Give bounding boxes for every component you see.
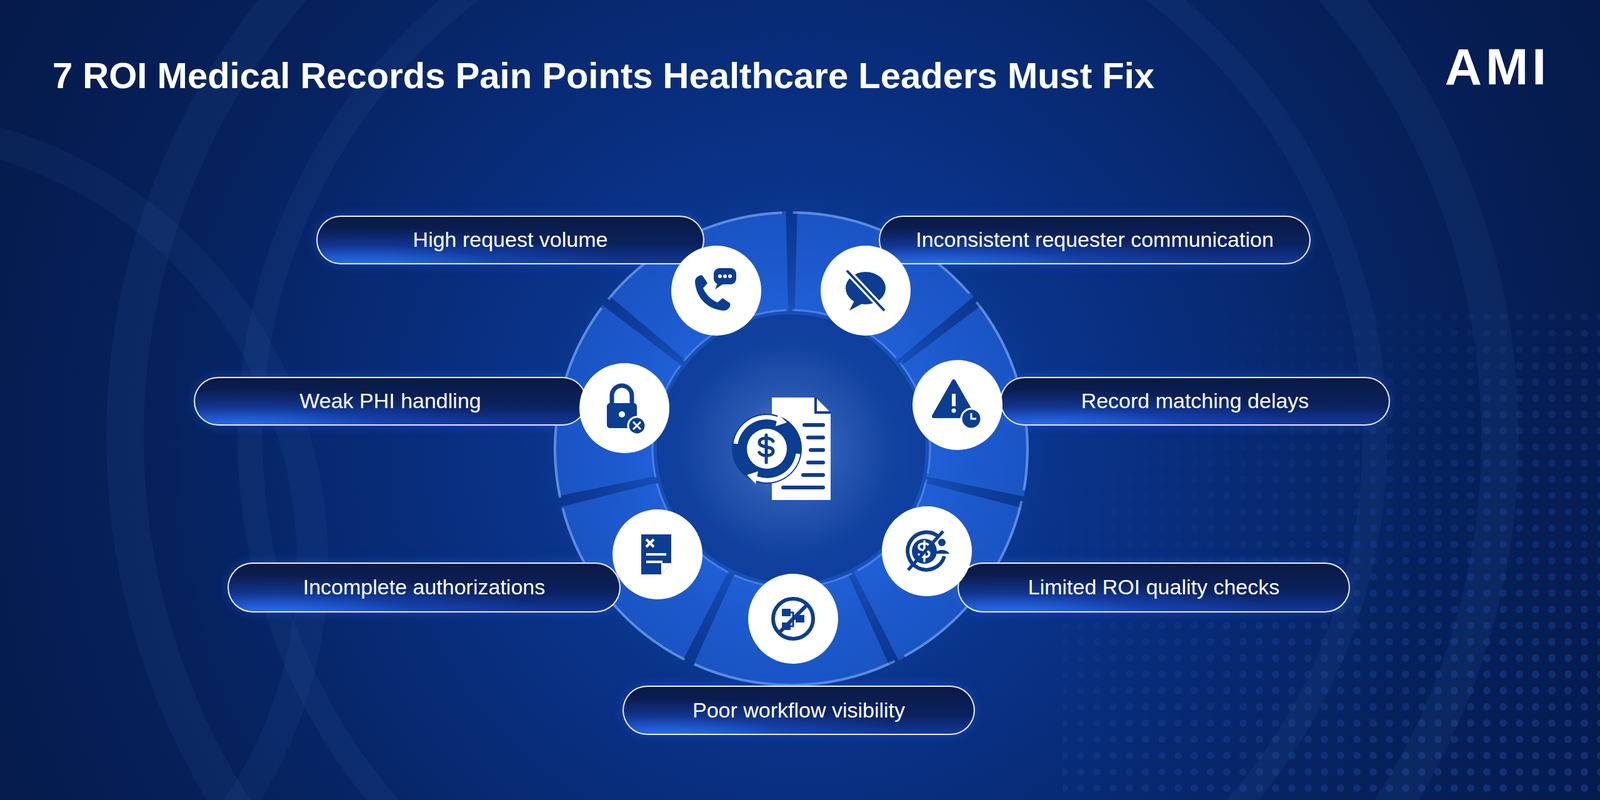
- pill-label: High request volume: [413, 227, 609, 252]
- phone-icon: [695, 268, 737, 311]
- pill-label: Weak PHI handling: [299, 388, 481, 414]
- pill-label: Limited ROI quality checks: [1028, 575, 1280, 600]
- brand-logo: AMI: [1400, 38, 1550, 95]
- pill-label: Inconsistent requester communication: [915, 227, 1274, 252]
- pain-point-pill: Inconsistent requester communication: [878, 215, 1311, 265]
- pain-point-pill: Record matching delays: [1000, 376, 1390, 426]
- alert-clock-icon: [933, 381, 982, 429]
- pain-point-pill: High request volume: [316, 215, 705, 265]
- workflow-off-icon: [773, 598, 814, 639]
- chat-off-icon: [845, 270, 886, 311]
- center-document-icon: [731, 397, 831, 500]
- document-error-icon: [641, 534, 672, 575]
- lock-icon: [606, 385, 646, 435]
- diagram-title: 7 ROI Medical Records Pain Points Health…: [52, 53, 1397, 98]
- pain-point-pill: Poor workflow visibility: [622, 685, 975, 735]
- pill-label: Record matching delays: [1081, 388, 1310, 414]
- pill-label: Poor workflow visibility: [692, 698, 905, 723]
- pain-point-pill: Incomplete authorizations: [227, 562, 621, 613]
- dollar-cycle-icon: [907, 531, 950, 570]
- pain-point-pill: Limited ROI quality checks: [957, 562, 1350, 613]
- pill-label: Incomplete authorizations: [303, 575, 545, 600]
- pain-point-pill: Weak PHI handling: [193, 376, 587, 426]
